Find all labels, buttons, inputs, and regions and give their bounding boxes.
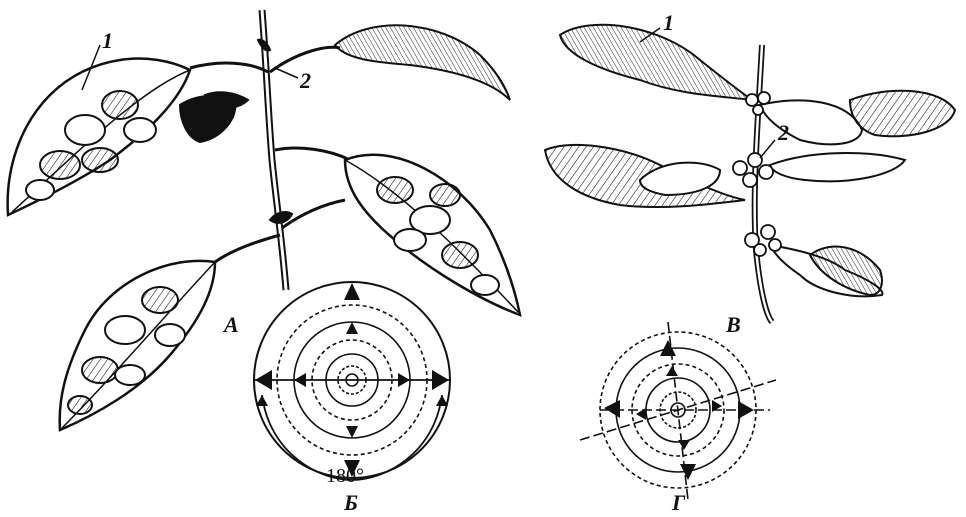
panel-a-drawing bbox=[8, 10, 520, 430]
panel-v-drawing bbox=[545, 25, 955, 322]
panel-v-label: В bbox=[726, 314, 741, 336]
v-leaf-top-right bbox=[760, 100, 862, 144]
a-leaf-left bbox=[8, 59, 190, 215]
v-stipule-number: 2 bbox=[778, 122, 789, 144]
a-leaf-right bbox=[345, 155, 520, 315]
panel-a-label: A bbox=[224, 314, 239, 336]
diagram-g bbox=[580, 322, 776, 500]
v-leaf-mid-right bbox=[770, 153, 905, 181]
a-stipule bbox=[258, 40, 270, 51]
v-leaf-number: 1 bbox=[663, 12, 674, 34]
angle-label: 180° bbox=[326, 466, 364, 486]
panel-g-label: Г bbox=[672, 492, 685, 514]
v-stem bbox=[755, 45, 772, 322]
a-leaf-bottom bbox=[60, 261, 215, 430]
a-leaf-top-right bbox=[335, 25, 510, 100]
a-stipule-number: 2 bbox=[300, 70, 311, 92]
panel-b-label: Б bbox=[344, 492, 358, 514]
a-leaf-number: 1 bbox=[102, 30, 113, 52]
v-leaf-top-left bbox=[560, 25, 752, 100]
diagram-b bbox=[254, 282, 450, 480]
